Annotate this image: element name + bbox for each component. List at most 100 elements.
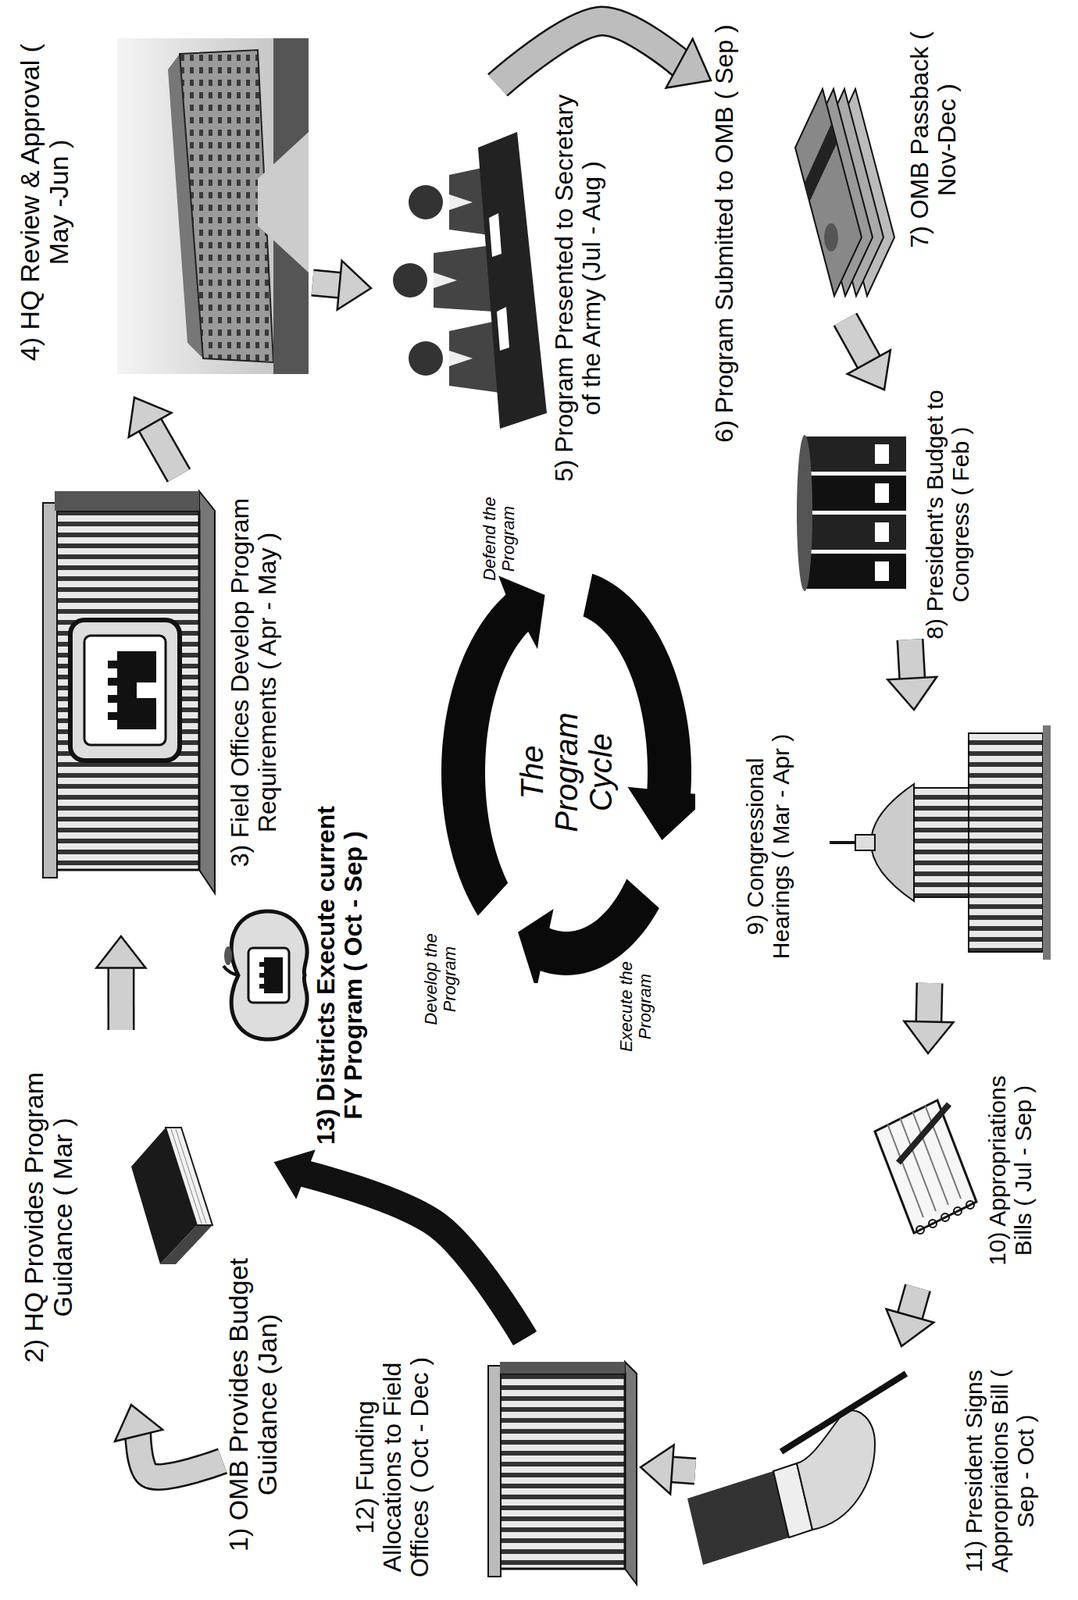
- arrow-outline: [312, 282, 343, 286]
- arrow-head: [96, 936, 146, 969]
- pentagon-photo: [117, 38, 309, 375]
- step-node: 2) HQ Provides Program Guidance ( Mar ): [19, 1030, 223, 1406]
- arrow-outline: [138, 1432, 223, 1478]
- cycle-node: The Program Cycle: [437, 561, 696, 984]
- arrow-shaft: [138, 1432, 223, 1478]
- cycle-title: The Program Cycle: [514, 706, 618, 839]
- flow-arrow: [275, 1151, 526, 1339]
- meeting-picture: [392, 263, 428, 298]
- guidance-book: [131, 1127, 213, 1265]
- appropriations-notebook: [941, 1213, 950, 1222]
- flow-arrow: [96, 936, 146, 1031]
- office-building: [199, 491, 215, 894]
- arrow-shaft: [909, 1288, 918, 1320]
- office-building: [54, 491, 200, 511]
- step-node: 5) Program Presented to Secretary of the…: [371, 85, 653, 492]
- arrow-shaft: [109, 964, 133, 1031]
- arrow-shaft: [668, 1470, 696, 1472]
- office-building: [107, 651, 157, 730]
- arrow-outline: [107, 964, 135, 1031]
- signing-hand: [687, 1471, 789, 1566]
- meeting-picture: [433, 245, 494, 312]
- field-office-building: [488, 1362, 637, 1585]
- budget-binders: [874, 444, 889, 465]
- meeting-picture: [408, 341, 443, 376]
- meeting-picture: [449, 350, 473, 367]
- step-label: 1) OMB Provides Budget Guidance (Jan): [224, 1217, 283, 1593]
- office-building: [42, 503, 58, 879]
- arrow-shaft: [312, 282, 343, 286]
- field-office-building: [488, 1366, 501, 1578]
- step-node: 10) Appropriations Bills ( Jul - Sep ): [867, 1053, 1071, 1289]
- arrow-shaft: [845, 319, 871, 365]
- arrow-outline: [910, 639, 913, 682]
- signing-hand: [781, 1374, 907, 1453]
- office-building: [70, 620, 180, 761]
- appropriations-notebook: [874, 1100, 977, 1235]
- cycle-label: Develop the Program: [421, 920, 460, 1039]
- meeting-picture: [489, 213, 502, 258]
- arrow-outline: [909, 1288, 918, 1320]
- step-label: 9) Congressional Hearings ( Mar - Apr ): [742, 710, 794, 984]
- step-node: 11) President Signs Appropriations Bill …: [695, 1346, 1071, 1597]
- arrow-head: [847, 349, 891, 390]
- step-label: 12) Funding Allocations to Field Offices…: [351, 1338, 435, 1597]
- meeting-picture: [392, 132, 547, 429]
- signing-hand: [687, 1374, 907, 1566]
- arrow-outline: [148, 422, 179, 476]
- arrow-shaft: [910, 639, 913, 682]
- arrow-outline: [668, 1470, 696, 1472]
- office-building: [136, 682, 157, 699]
- arrow-shaft: [148, 422, 179, 476]
- flow-arrow: [128, 397, 179, 476]
- capitol-building: [829, 841, 856, 845]
- step-label: 2) HQ Provides Program Guidance ( Mar ): [19, 1030, 79, 1406]
- office-building: [42, 491, 215, 894]
- cycle-label: Defend the Program: [480, 492, 518, 586]
- capitol-building: [1042, 725, 1051, 961]
- step-node: 13) Districts Execute current FY Program…: [222, 788, 399, 1164]
- arrow-head: [887, 677, 937, 711]
- arrow-head: [640, 1445, 675, 1495]
- step-label: 13) Districts Execute current FY Program…: [312, 788, 368, 1164]
- guidance-book: [160, 1225, 213, 1265]
- step-label: 6) Program Submitted to OMB ( Sep ): [710, 14, 739, 453]
- field-office-building: [499, 1362, 625, 1375]
- capitol-building: [829, 725, 1051, 961]
- step-label: 11) President Signs Appropriations Bill …: [960, 1346, 1039, 1597]
- capitol-building: [913, 788, 969, 898]
- apple-icon: [259, 957, 283, 994]
- arrow-outline: [928, 983, 930, 1026]
- office-building: [54, 510, 200, 871]
- arrow-outline: [302, 1173, 525, 1339]
- appropriations-notebook: [928, 1220, 937, 1228]
- budget-binders: [804, 553, 907, 589]
- budget-binders: [874, 483, 889, 504]
- flow-arrow: [114, 1405, 223, 1478]
- apple-icon: [224, 946, 233, 966]
- step-node: 6) Program Submitted to OMB ( Sep ): [710, 14, 782, 453]
- step-node: 1) OMB Provides Budget Guidance (Jan): [222, 1217, 297, 1593]
- arrow-shaft: [497, 21, 683, 86]
- capitol-building: [870, 784, 914, 902]
- capitol-building: [968, 733, 1043, 953]
- arrow-head: [886, 1310, 935, 1347]
- apple-icon: [223, 966, 239, 976]
- guidance-book: [171, 1129, 202, 1225]
- arrow-head: [128, 397, 172, 438]
- money-stack: [795, 89, 862, 297]
- meeting-picture: [449, 194, 473, 211]
- flow-arrow: [887, 639, 937, 711]
- step-node: 4) HQ Review & Approval ( May -Jun ): [15, 14, 313, 398]
- step-node: 12) Funding Allocations to Field Offices…: [351, 1338, 641, 1597]
- apple-icon: [223, 911, 307, 1040]
- budget-binders: [804, 436, 907, 472]
- cycle-arrow: [517, 879, 660, 984]
- step-label: 7) OMB Passback ( Nov-Dec ): [906, 7, 961, 273]
- step-label: 10) Appropriations Bills ( Jul - Sep ): [984, 1053, 1036, 1289]
- budget-binders: [804, 514, 907, 550]
- flow-arrow: [886, 1288, 935, 1347]
- arrow-shaft: [302, 1173, 525, 1339]
